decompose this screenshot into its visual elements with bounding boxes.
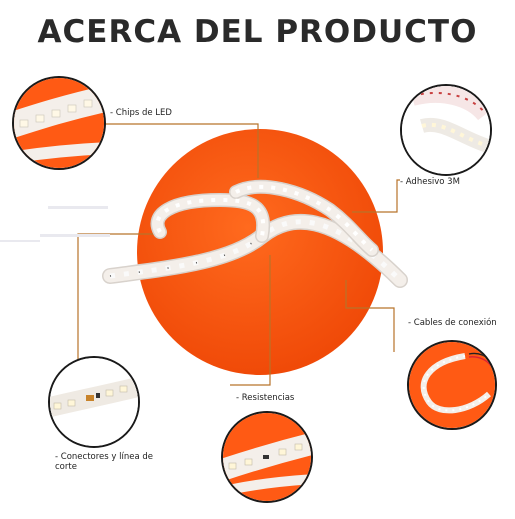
chips-detail-circle [12,76,106,170]
cable-detail [409,342,495,428]
label-resistencias: - Resistencias [236,393,295,403]
resistor-detail [223,413,311,501]
leader-cables [345,280,395,352]
cables-detail-circle [407,340,497,430]
connector-detail [50,358,138,446]
led-chips-detail [14,78,104,168]
label-cables-de-conexion: - Cables de conexión [408,318,497,328]
page-title: ACERCA DEL PRODUCTO [37,14,478,50]
leader-resistencias [230,255,271,386]
conectores-detail-circle [48,356,140,448]
leader-chips [103,123,259,178]
leader-adhesivo [352,179,400,213]
adhesive-detail [402,86,490,174]
label-conectores-y-linea-de-corte: - Conectores y línea de corte [55,452,154,472]
orange-backdrop [137,129,383,375]
label-adhesivo-3m: - Adhesivo 3M [400,177,460,187]
led-strip-main [102,179,408,288]
label-chips-de-led: - Chips de LED [110,108,172,118]
resistencias-detail-circle [221,411,313,503]
background-artifacts [0,206,110,242]
adhesivo-detail-circle [400,84,492,176]
